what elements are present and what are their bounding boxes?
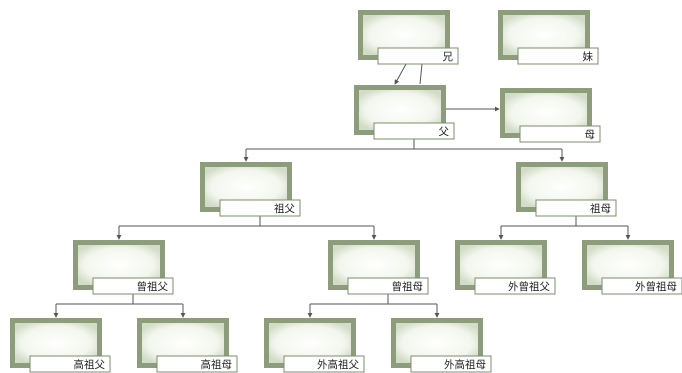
connector-bracket-grandmother xyxy=(501,216,628,227)
name-label: 曾祖母 xyxy=(392,280,424,293)
person-node-grandmother: 祖母 xyxy=(516,162,617,217)
connector-bracket-great-grandmother xyxy=(310,294,437,305)
name-label-box xyxy=(601,277,682,295)
name-label-box xyxy=(377,47,459,65)
person-node-brother: 兄 xyxy=(358,10,459,65)
connector-bracket-great-grandfather xyxy=(56,294,183,305)
connector-brother-father-2 xyxy=(419,63,423,85)
person-node-father: 父 xyxy=(354,85,455,140)
name-label: 祖母 xyxy=(590,202,611,215)
name-label: 母 xyxy=(585,129,596,141)
person-node-grandfather: 祖父 xyxy=(200,162,301,217)
name-label: 祖父 xyxy=(274,202,295,215)
name-label: 外高祖母 xyxy=(444,358,486,371)
connector-bracket-grandfather xyxy=(119,216,374,227)
name-label: 外高祖父 xyxy=(317,358,359,371)
person-node-great-grandmother: 曾祖母 xyxy=(328,240,429,295)
person-node-great-great-grandfather: 高祖父 xyxy=(10,318,111,373)
person-node-maternal-great-great-grandfather: 外高祖父 xyxy=(264,318,365,373)
person-node-maternal-great-grandmother: 外曾祖母 xyxy=(582,240,682,295)
name-label: 曾祖父 xyxy=(137,280,169,293)
name-label-box xyxy=(156,355,238,373)
name-label: 外曾祖母 xyxy=(635,280,677,293)
name-label-box xyxy=(29,355,111,373)
person-node-great-grandfather: 曾祖父 xyxy=(73,240,174,295)
name-label: 高祖母 xyxy=(201,358,233,371)
connector-brother-father xyxy=(394,63,407,85)
name-label: 兄 xyxy=(443,51,454,63)
name-label-box xyxy=(535,199,617,217)
name-label-box xyxy=(517,47,599,65)
connector-bracket-father xyxy=(246,139,562,150)
person-node-maternal-great-great-grandmother: 外高祖母 xyxy=(391,318,492,373)
name-label-box xyxy=(474,277,556,295)
name-label: 父 xyxy=(439,126,450,138)
person-node-mother: 母 xyxy=(500,88,601,143)
person-node-maternal-great-grandfather: 外曾祖父 xyxy=(455,240,556,295)
name-label-box xyxy=(519,125,601,143)
name-label: 高祖父 xyxy=(74,358,106,371)
name-label: 外曾祖父 xyxy=(508,280,550,293)
name-label: 妹 xyxy=(583,51,594,63)
person-node-sister: 妹 xyxy=(498,10,599,65)
name-label-box xyxy=(347,277,429,295)
name-label-box xyxy=(373,122,455,140)
connectors xyxy=(53,63,631,318)
person-node-great-great-grandmother: 高祖母 xyxy=(137,318,238,373)
name-label-box xyxy=(410,355,492,373)
name-label-box xyxy=(283,355,365,373)
name-label-box xyxy=(92,277,174,295)
name-label-box xyxy=(219,199,301,217)
